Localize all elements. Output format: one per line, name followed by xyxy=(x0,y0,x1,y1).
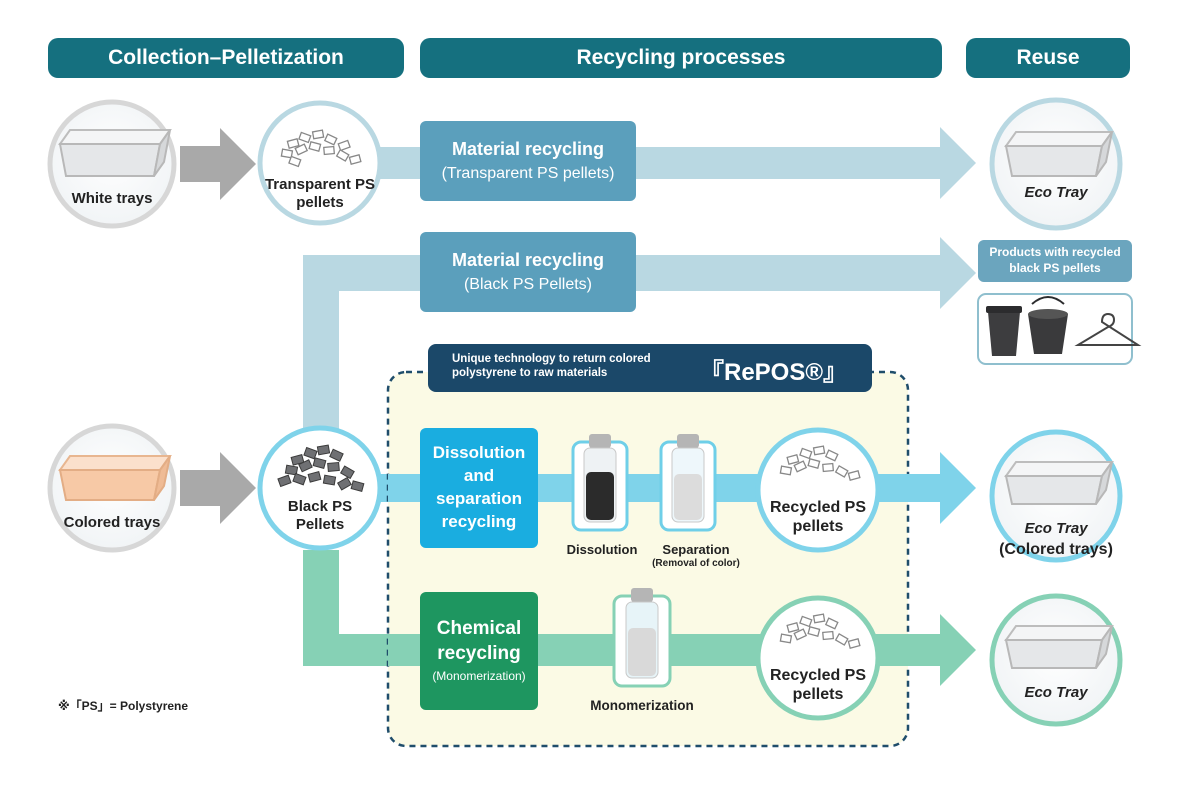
separation-step-title: Separation xyxy=(662,542,730,557)
eco-tray-chem-icon xyxy=(1004,625,1114,669)
recycled-pellets-label-2: Recycled PS pellets xyxy=(758,666,878,704)
black-pellets-line-2: Pellets xyxy=(295,516,345,533)
material-recycling-black-box: Material recycling (Black PS Pellets) xyxy=(420,232,636,312)
material-transparent-sub: (Transparent PS pellets) xyxy=(441,164,615,182)
material-recycling-transparent-box: Material recycling (Transparent PS pelle… xyxy=(420,121,636,201)
separation-bottle-icon xyxy=(659,434,717,532)
dissolution-line-3: separation xyxy=(436,489,522,508)
eco-tray-chem-label: Eco Tray xyxy=(1024,684,1088,701)
hanger-icon xyxy=(1074,312,1142,346)
recycled-line-2a: pellets xyxy=(792,518,844,536)
trash-can-icon xyxy=(986,306,1022,356)
black-pellets-line-1: Black PS xyxy=(287,498,353,515)
products-line-2: black PS pellets xyxy=(1009,261,1101,275)
eco-tray-colored-icon xyxy=(1004,461,1114,505)
transparent-pellets-icon xyxy=(280,129,362,168)
white-trays-label: White trays xyxy=(71,190,153,207)
transparent-pellets-label: Transparent PS pellets xyxy=(250,176,390,212)
repos-brand: 『RePOS®』 xyxy=(700,359,848,386)
material-black-sub: (Black PS Pellets) xyxy=(463,275,593,293)
dissolution-recycling-box: Dissolution and separation recycling xyxy=(420,428,538,548)
black-pellets-label: Black PS Pellets xyxy=(260,498,380,534)
transparent-pellets-line-1: Transparent PS xyxy=(264,176,376,193)
dissolution-line-1: Dissolution xyxy=(432,443,526,463)
products-label-box: Products with recycled black PS pellets xyxy=(978,240,1132,282)
header-recycling: Recycling processes xyxy=(420,38,942,78)
colored-trays-output-label: (Colored trays) xyxy=(999,541,1113,558)
recycled-line-1b: Recycled PS xyxy=(769,667,867,684)
repos-tagline-1: Unique technology to return colored xyxy=(452,353,651,365)
transparent-pellets-line-2: pellets xyxy=(296,194,344,211)
chemical-line-2: recycling xyxy=(437,642,521,664)
arrow-white-to-transparent xyxy=(180,128,256,200)
recycled-pellets-icon-1 xyxy=(779,445,861,481)
eco-tray-icon xyxy=(1004,131,1114,177)
dissolution-bottle-icon xyxy=(571,434,629,532)
monomerization-bottle-icon xyxy=(612,588,672,688)
chemical-sub: (Monomerization) xyxy=(432,669,526,684)
black-pellets-circle xyxy=(257,425,383,551)
eco-tray-label: Eco Tray xyxy=(1024,184,1088,201)
recycled-pellets-label-1: Recycled PS pellets xyxy=(758,498,878,536)
repos-tagline-2: polystyrene to raw materials xyxy=(452,367,608,380)
flow-arrow-transparent xyxy=(375,127,976,199)
dissolution-step-label: Dissolution xyxy=(566,542,638,557)
white-tray-icon xyxy=(58,129,172,177)
products-line-1: Products with recycled xyxy=(989,245,1121,260)
dissolution-line-4: recycling xyxy=(441,511,517,531)
bucket-icon xyxy=(1028,296,1068,354)
chemical-recycling-box: Chemical recycling (Monomerization) xyxy=(420,592,538,710)
chemical-line-1: Chemical xyxy=(436,618,522,640)
repos-banner: Unique technology to return colored poly… xyxy=(428,344,872,392)
material-black-title: Material recycling xyxy=(451,250,605,271)
separation-step-sub: (Removal of color) xyxy=(652,557,740,569)
separation-step-label: Separation (Removal of color) xyxy=(640,542,752,570)
colored-tray-icon xyxy=(58,455,172,501)
header-collection: Collection–Pelletization xyxy=(48,38,404,78)
dissolution-line-2: and xyxy=(463,466,495,486)
black-pellets-icon xyxy=(277,444,365,493)
arrow-colored-to-black xyxy=(180,452,256,524)
recycled-line-2b: pellets xyxy=(792,686,844,704)
recycled-line-1a: Recycled PS xyxy=(769,499,867,516)
eco-tray-colored-label: Eco Tray xyxy=(1024,520,1088,537)
colored-trays-label: Colored trays xyxy=(63,514,161,531)
footnote: ※「PS」= Polystyrene xyxy=(58,699,189,713)
material-transparent-title: Material recycling xyxy=(451,139,605,160)
transparent-pellets-circle xyxy=(257,100,383,226)
header-reuse: Reuse xyxy=(966,38,1130,78)
flow-arrow-black-material xyxy=(303,237,976,500)
recycled-pellets-icon-2 xyxy=(779,613,861,649)
monomerization-step-label: Monomerization xyxy=(590,698,694,713)
